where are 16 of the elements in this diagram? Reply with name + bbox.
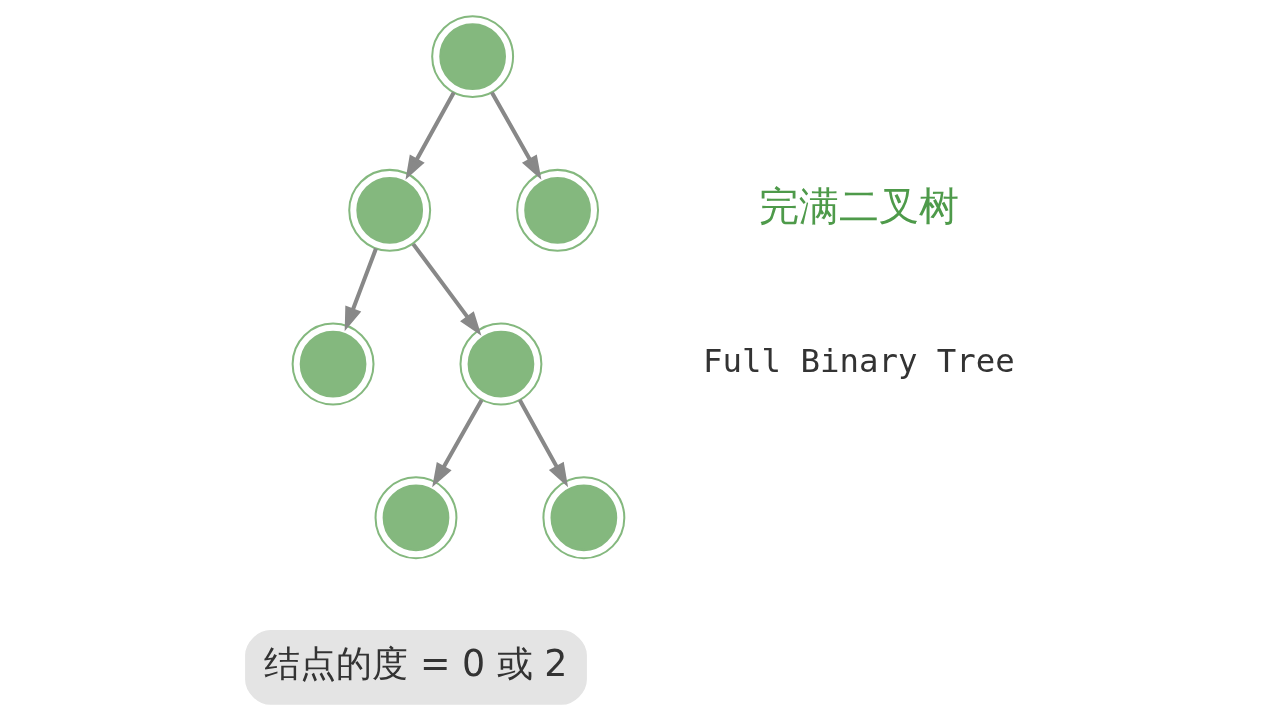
arrow [432,399,484,488]
label: Full Binary Tree [703,341,1015,380]
node-circle [516,168,600,252]
arrow [344,247,378,332]
node-circle [374,476,458,560]
node-circle [431,15,515,99]
node-circle [459,322,543,406]
arrow [411,242,482,336]
arrow [518,399,569,488]
node-circle [291,322,375,406]
label: 结点的度 = 0 或 2 [264,642,568,686]
label: 完满二叉树 [758,182,959,231]
node-circle [348,168,432,252]
node-circle [542,476,626,560]
arrow [490,91,542,180]
arrow [405,91,456,180]
